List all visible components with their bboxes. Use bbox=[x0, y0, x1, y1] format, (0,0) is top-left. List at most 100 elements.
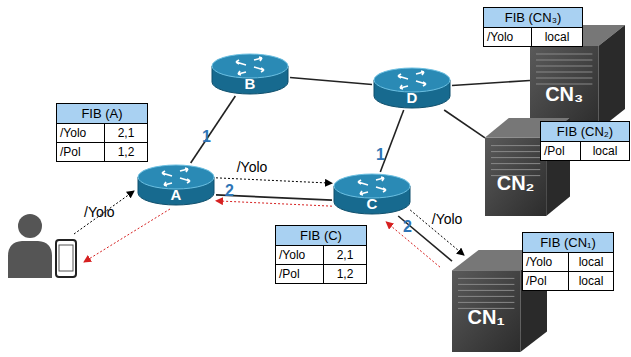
server-label: CN₃ bbox=[530, 83, 598, 106]
table-heading: FIB (CN₂) bbox=[541, 122, 629, 142]
callout-number: 1 bbox=[202, 128, 211, 146]
table-cell: 1,2 bbox=[105, 143, 147, 161]
table-cell: 2,1 bbox=[324, 246, 366, 264]
server-side bbox=[598, 25, 625, 130]
table-cell: /Pol bbox=[57, 143, 105, 161]
router-icon: C bbox=[332, 172, 412, 216]
fib-table: FIB (CN₂)/Pollocal bbox=[540, 121, 630, 161]
router-arrow bbox=[358, 180, 368, 185]
link-line bbox=[290, 77, 372, 84]
router-arrow bbox=[376, 177, 384, 181]
flow-arrow bbox=[216, 201, 332, 206]
router-label: A bbox=[136, 186, 216, 203]
router-label: D bbox=[372, 89, 452, 106]
router-arrow bbox=[162, 171, 172, 176]
fib-table: FIB (CN₁)/Yololocal/Pollocal bbox=[522, 232, 614, 291]
table-row: /Pol1,2 bbox=[57, 142, 147, 161]
table-cell: /Yolo bbox=[57, 124, 105, 142]
server-side bbox=[520, 250, 547, 352]
router-arrow bbox=[164, 182, 172, 186]
router-label: C bbox=[332, 195, 412, 212]
server-front bbox=[452, 270, 520, 352]
router-label: B bbox=[210, 75, 290, 92]
server-slot bbox=[536, 78, 592, 79]
server-label: CN₁ bbox=[452, 306, 520, 329]
table-cell: 1,2 bbox=[324, 265, 366, 283]
table-cell: local bbox=[532, 28, 582, 46]
router-arrow bbox=[360, 191, 368, 195]
table-cell: /Pol bbox=[276, 265, 324, 283]
edge-label: /Yolo bbox=[235, 159, 270, 175]
server-label: CN₂ bbox=[485, 172, 546, 195]
fib-table: FIB (CN₃)/Yololocal bbox=[483, 7, 583, 47]
server-slot bbox=[536, 54, 592, 55]
router-top bbox=[138, 165, 214, 189]
server-slot bbox=[536, 66, 592, 67]
table-heading: FIB (CN₃) bbox=[484, 8, 582, 28]
table-cell: /Pol bbox=[523, 272, 569, 290]
router-arrow bbox=[376, 187, 386, 192]
router-icon: B bbox=[210, 52, 290, 96]
server-front bbox=[530, 46, 598, 130]
fib-table: FIB (A)/Yolo2,1/Pol1,2 bbox=[56, 103, 148, 162]
server-front bbox=[485, 138, 546, 216]
table-cell: /Yolo bbox=[523, 253, 569, 271]
router-arrow bbox=[180, 178, 190, 183]
table-cell: /Yolo bbox=[484, 28, 532, 46]
router-arrow bbox=[416, 81, 426, 86]
router-arrow bbox=[398, 74, 408, 79]
table-row: /Yolo2,1 bbox=[276, 246, 366, 264]
table-row: /Yololocal bbox=[523, 253, 613, 271]
message-label: /Yolo bbox=[84, 204, 115, 220]
link-line bbox=[444, 110, 485, 138]
table-row: /Yolo2,1 bbox=[57, 124, 147, 142]
server-slot bbox=[491, 145, 540, 146]
server-slot bbox=[458, 296, 514, 297]
server-slot bbox=[491, 163, 540, 164]
router-arrow bbox=[238, 71, 246, 75]
callout-number: 1 bbox=[376, 146, 385, 164]
callout-number: 2 bbox=[403, 218, 412, 236]
router-top bbox=[212, 54, 288, 78]
table-cell: local bbox=[569, 272, 613, 290]
server-slot bbox=[458, 290, 514, 291]
edge-label: /Yolo bbox=[430, 211, 465, 227]
server-top bbox=[485, 118, 570, 138]
server-slot bbox=[536, 72, 592, 73]
server-top bbox=[452, 250, 547, 270]
server-side bbox=[546, 118, 570, 216]
callout-number: 2 bbox=[225, 182, 234, 200]
table-cell: 2,1 bbox=[105, 124, 147, 142]
server-slot bbox=[491, 157, 540, 158]
server-slot bbox=[491, 169, 540, 170]
router-icon: A bbox=[136, 163, 216, 207]
fib-table: FIB (C)/Yolo2,1/Pol1,2 bbox=[275, 225, 367, 284]
router-icon: D bbox=[372, 66, 452, 110]
router-arrow bbox=[400, 85, 408, 89]
link-line bbox=[191, 96, 236, 163]
link-line bbox=[452, 81, 530, 86]
table-row: /Pol1,2 bbox=[276, 264, 366, 283]
router-arrow bbox=[416, 71, 424, 75]
server-slot bbox=[458, 302, 514, 303]
server-slot bbox=[491, 151, 540, 152]
table-heading: FIB (C) bbox=[276, 226, 366, 246]
table-heading: FIB (A) bbox=[57, 104, 147, 124]
table-cell: /Pol bbox=[541, 142, 581, 160]
router-arrow bbox=[254, 67, 264, 72]
server-slot bbox=[458, 278, 514, 279]
server-slot bbox=[458, 284, 514, 285]
table-cell: local bbox=[581, 142, 629, 160]
router-top bbox=[374, 68, 450, 92]
table-row: /Pollocal bbox=[541, 142, 629, 160]
table-row: /Yololocal bbox=[484, 28, 582, 46]
table-cell: /Yolo bbox=[276, 246, 324, 264]
router-arrow bbox=[254, 57, 262, 61]
router-arrow bbox=[236, 60, 246, 65]
table-heading: FIB (CN₁) bbox=[523, 233, 613, 253]
router-top bbox=[334, 174, 410, 198]
server-slot bbox=[536, 60, 592, 61]
router-arrow bbox=[180, 168, 188, 172]
table-cell: local bbox=[569, 253, 613, 271]
